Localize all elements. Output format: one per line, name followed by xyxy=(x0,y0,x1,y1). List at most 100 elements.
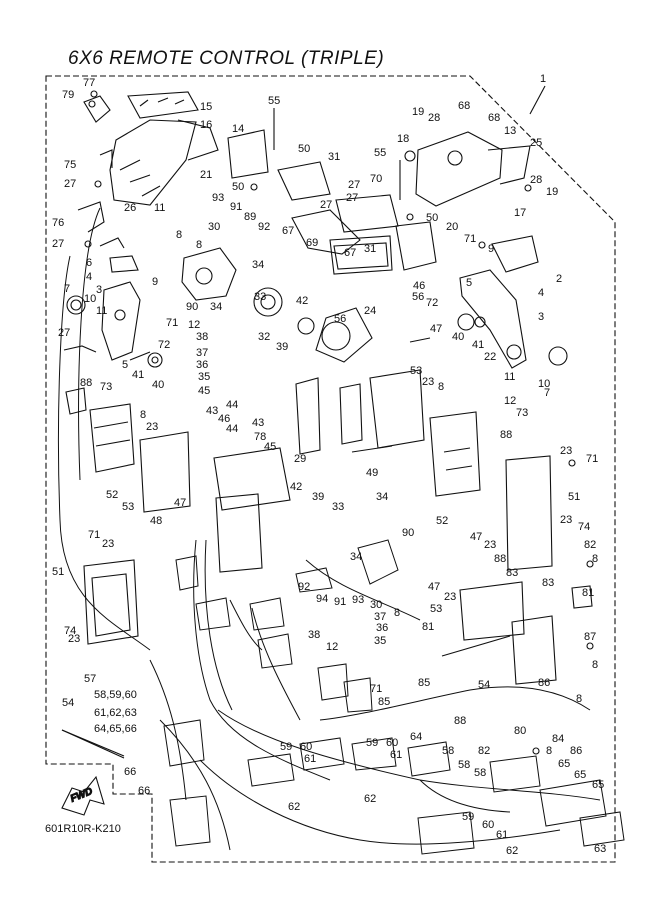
callout-c50a: 50 xyxy=(298,143,310,155)
callout-c4b: 4 xyxy=(538,287,544,299)
callout-c53a: 53 xyxy=(410,365,422,377)
callout-c44a: 44 xyxy=(226,399,238,411)
callout-c4a: 4 xyxy=(86,271,92,283)
callout-c27e: 27 xyxy=(52,238,64,250)
callout-c41b: 41 xyxy=(132,369,144,381)
callout-c38a: 38 xyxy=(196,331,208,343)
callout-c73a: 73 xyxy=(100,381,112,393)
callout-c45b: 45 xyxy=(264,441,276,453)
callout-c40b: 40 xyxy=(152,379,164,391)
callout-c9b: 9 xyxy=(152,276,158,288)
callout-c27f: 27 xyxy=(58,327,70,339)
callout-c59c: 59 xyxy=(462,811,474,823)
callout-c27c: 27 xyxy=(320,199,332,211)
callout-c13: 13 xyxy=(504,125,516,137)
callout-c40a: 40 xyxy=(452,331,464,343)
callout-c71b: 71 xyxy=(166,317,178,329)
callout-c14: 14 xyxy=(232,123,244,135)
callout-c46b: 46 xyxy=(218,413,230,425)
callout-c84: 84 xyxy=(552,733,564,745)
callout-c58d: 58 xyxy=(474,767,486,779)
callout-c65b: 65 xyxy=(574,769,586,781)
callout-c59b: 59 xyxy=(366,737,378,749)
callout-c80: 80 xyxy=(514,725,526,737)
callout-c36a: 36 xyxy=(196,359,208,371)
callout-c15: 15 xyxy=(200,101,212,113)
callout-c88a: 88 xyxy=(80,377,92,389)
callout-c8g: 8 xyxy=(592,659,598,671)
wiring-harness-group xyxy=(57,207,625,855)
callout-c61a: 61,62,63 xyxy=(94,707,137,719)
callout-c91b: 91 xyxy=(334,596,346,608)
callout-c18: 18 xyxy=(397,133,409,145)
callout-c6: 6 xyxy=(86,257,92,269)
callout-c62c: 62 xyxy=(506,845,518,857)
callout-c32: 32 xyxy=(258,331,270,343)
callout-c23a: 23 xyxy=(422,376,434,388)
callout-c51a: 51 xyxy=(568,491,580,503)
callout-c54b: 54 xyxy=(62,697,74,709)
callout-c81a: 81 xyxy=(582,587,594,599)
callout-c62b: 62 xyxy=(364,793,376,805)
callout-c45a: 45 xyxy=(198,385,210,397)
callout-c7a: 7 xyxy=(64,283,70,295)
callout-c20: 20 xyxy=(446,221,458,233)
callout-c36b: 36 xyxy=(376,622,388,634)
callout-c27a: 27 xyxy=(64,178,76,190)
callout-c8i: 8 xyxy=(546,745,552,757)
callout-c70: 70 xyxy=(370,173,382,185)
callout-c59a: 59 xyxy=(280,741,292,753)
callout-c5a: 5 xyxy=(466,277,472,289)
callout-c60c: 60 xyxy=(482,819,494,831)
diagram-title: 6X6 REMOTE CONTROL (TRIPLE) xyxy=(68,48,385,69)
callout-c10a: 10 xyxy=(84,293,96,305)
callout-c91: 91 xyxy=(230,201,242,213)
callout-c92a: 92 xyxy=(258,221,270,233)
callout-c68a: 68 xyxy=(458,100,470,112)
callout-c93: 93 xyxy=(212,192,224,204)
callout-c29: 29 xyxy=(294,453,306,465)
callout-c94: 94 xyxy=(316,593,328,605)
callout-c74b: 74 xyxy=(64,625,76,637)
callout-c31b: 31 xyxy=(364,243,376,255)
callout-c56b: 56 xyxy=(334,313,346,325)
callout-c74a: 74 xyxy=(578,521,590,533)
callout-c71d: 71 xyxy=(88,529,100,541)
callout-c50b: 50 xyxy=(232,181,244,193)
callout-c37b: 37 xyxy=(374,611,386,623)
callout-c5b: 5 xyxy=(122,359,128,371)
callout-c34b: 34 xyxy=(210,301,222,313)
callout-c67b: 67 xyxy=(344,247,356,259)
callout-c58c: 58 xyxy=(458,759,470,771)
callout-c28b: 28 xyxy=(530,174,542,186)
callout-c61c: 61 xyxy=(390,749,402,761)
callout-c54a: 54 xyxy=(478,679,490,691)
callout-c64b: 64 xyxy=(410,731,422,743)
callout-c66a: 66 xyxy=(124,766,136,778)
callout-c9a: 9 xyxy=(488,243,494,255)
callout-c47b: 47 xyxy=(174,497,186,509)
callout-c60a: 60 xyxy=(300,741,312,753)
right-lever-group xyxy=(335,131,593,685)
callout-c23g: 23 xyxy=(444,591,456,603)
callout-c11b: 11 xyxy=(96,305,107,317)
callout-c51b: 51 xyxy=(52,566,64,578)
callout-c42b: 42 xyxy=(290,481,302,493)
callout-c47d: 47 xyxy=(428,581,440,593)
callout-c66b: 66 xyxy=(138,785,150,797)
callout-c62a: 62 xyxy=(288,801,300,813)
callout-c3a: 3 xyxy=(96,284,102,296)
callout-c34a: 34 xyxy=(252,259,264,271)
callout-c37a: 37 xyxy=(196,347,208,359)
callout-c72a: 72 xyxy=(426,297,438,309)
callout-c3b: 3 xyxy=(538,311,544,323)
callout-c72b: 72 xyxy=(158,339,170,351)
callout-c33b: 33 xyxy=(332,501,344,513)
callout-c55b: 55 xyxy=(374,147,386,159)
callout-c73b: 73 xyxy=(516,407,528,419)
callout-c2: 2 xyxy=(556,273,562,285)
fwd-arrow-icon: FWD xyxy=(61,775,105,816)
callout-c34d: 34 xyxy=(350,551,362,563)
